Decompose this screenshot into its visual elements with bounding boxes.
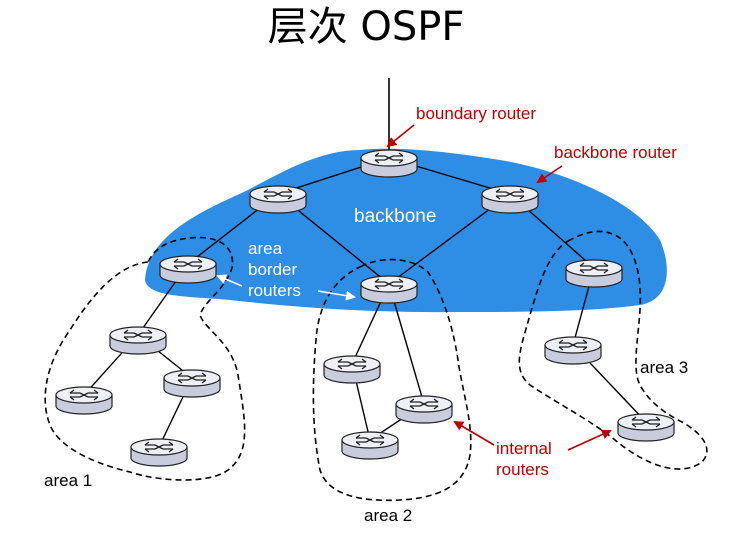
router-icon-a2-bottom [341, 431, 399, 460]
abr-arrow-right [317, 290, 356, 301]
router-icon-a1-mid [109, 326, 167, 355]
internal-routers-label-line1: internal [496, 439, 552, 458]
link-abr-area2-a2-right [388, 283, 425, 405]
internal-routers-label-line2: routers [496, 460, 549, 479]
internal-arrow-right [567, 429, 612, 451]
area2-boundary [312, 258, 472, 502]
abr-arrow-left [216, 274, 243, 287]
router-icon-top [360, 149, 418, 178]
router-icon-bb-left [249, 185, 307, 214]
router-icon-a3-mid [544, 336, 602, 365]
router-icon-a2-left [323, 355, 381, 384]
router-icon-a1-bottom [130, 438, 188, 467]
router-icon-a1-right [163, 369, 221, 398]
boundary-router-label: boundary router [416, 104, 536, 123]
area2-label: area 2 [364, 506, 412, 525]
router-icon-abr-area2 [360, 275, 418, 304]
router-icon-a2-right [395, 395, 453, 424]
area1-label: area 1 [44, 471, 92, 490]
area-border-routers-label-line2: border [248, 260, 297, 279]
backbone-label: backbone [354, 206, 436, 227]
internal-arrow-left [453, 420, 495, 446]
router-icon-bb-right [481, 185, 539, 214]
area3-label: area 3 [640, 358, 688, 377]
area3-boundary [518, 230, 708, 470]
backbone-router-label: backbone router [554, 143, 677, 162]
router-icon-a1-left [55, 386, 113, 415]
router-icon-abr-area1 [159, 255, 217, 284]
area-border-routers-label-line1: area [248, 239, 283, 258]
area-border-routers-label-line3: routers [248, 281, 301, 300]
router-icon-abr-area3 [565, 259, 623, 288]
page-title: 层次 OSPF [268, 4, 465, 50]
backbone-router-arrow [536, 165, 563, 184]
boundary-router-arrow [386, 124, 415, 148]
router-icon-a3-bottom [617, 413, 675, 442]
